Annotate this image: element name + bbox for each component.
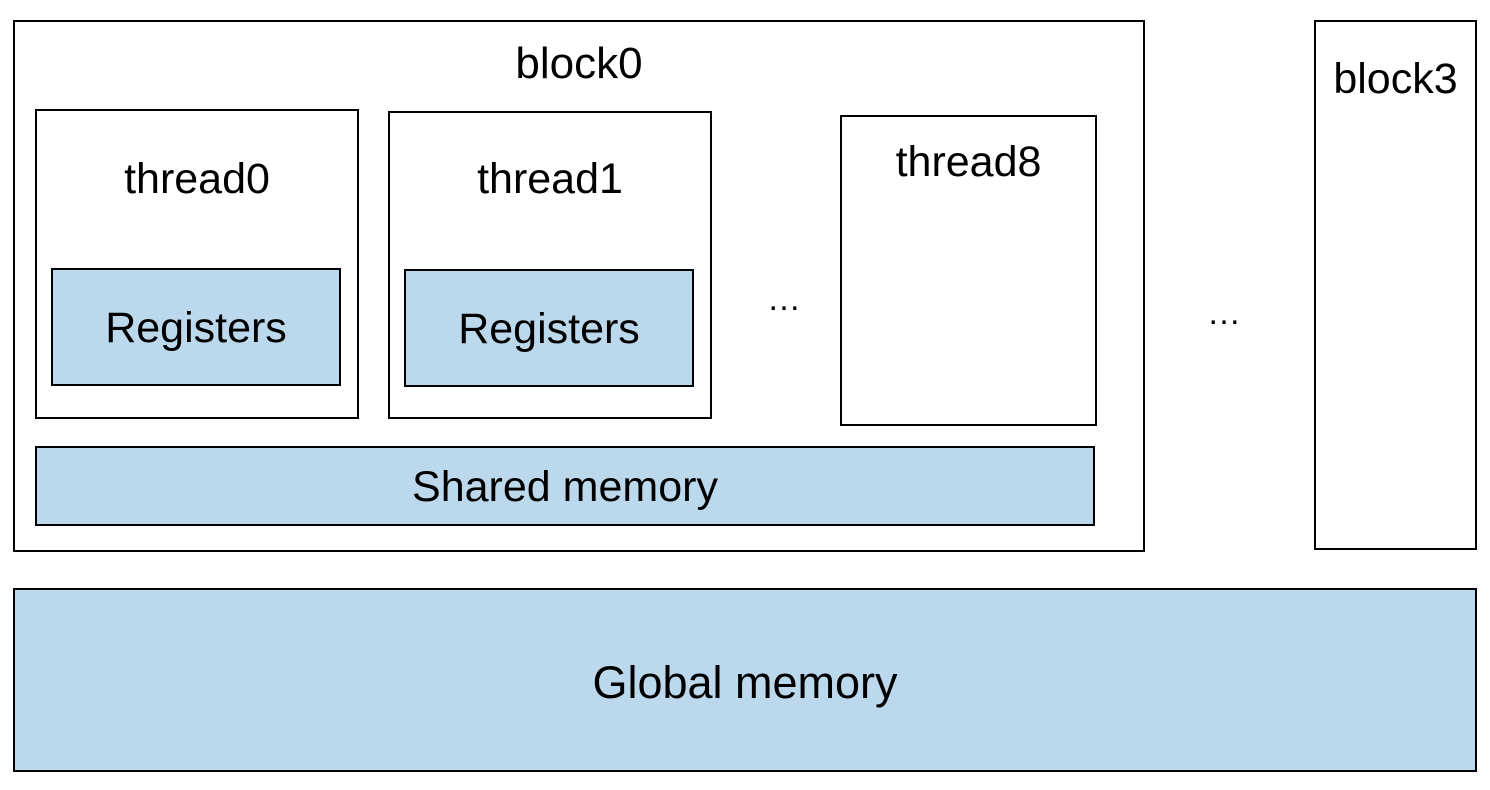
shared-memory: Shared memory	[35, 446, 1095, 526]
thread1-registers-label: Registers	[458, 305, 640, 353]
thread1-registers: Registers	[404, 269, 694, 387]
threads-ellipsis: …	[767, 280, 803, 318]
thread8-box: thread8	[840, 115, 1097, 426]
thread1-title: thread1	[477, 155, 623, 203]
thread0-registers: Registers	[51, 268, 341, 386]
thread8-title: thread8	[895, 138, 1042, 186]
thread0-registers-label: Registers	[105, 304, 287, 352]
global-memory-label: Global memory	[592, 657, 898, 708]
global-memory: Global memory	[13, 588, 1477, 772]
block3-container: block3	[1314, 20, 1477, 550]
thread1-box: thread1 Registers	[388, 111, 712, 419]
shared-memory-label: Shared memory	[412, 463, 718, 511]
block3-title: block3	[1333, 55, 1458, 103]
block0-container: block0 thread0 Registers thread1 Registe…	[13, 20, 1145, 552]
thread0-box: thread0 Registers	[35, 109, 359, 419]
thread0-title: thread0	[124, 155, 270, 203]
block0-title: block0	[515, 39, 643, 88]
blocks-ellipsis: …	[1207, 294, 1243, 332]
